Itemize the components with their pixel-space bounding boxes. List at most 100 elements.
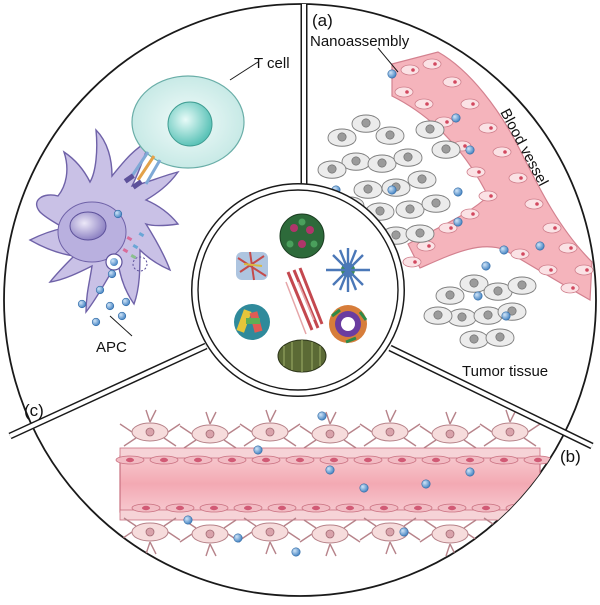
tumor-nucleus	[377, 158, 387, 168]
endothelial-nucleus	[463, 144, 467, 148]
endothelial-nucleus	[262, 457, 270, 463]
endothelial-cells-a	[394, 58, 594, 294]
endothelial-cell	[508, 172, 528, 184]
endothelial-nucleus	[142, 505, 150, 511]
endothelial-nucleus	[194, 457, 202, 463]
stromal-cell	[119, 517, 181, 555]
nanoparticle	[499, 245, 509, 255]
nanoparticle	[421, 479, 431, 489]
tumor-nucleus	[517, 280, 527, 290]
spiky-nanoassembly	[326, 248, 370, 292]
stromal-cell	[299, 411, 361, 449]
tumor-nucleus	[457, 312, 467, 322]
endothelial-cell	[510, 248, 530, 260]
t-cell-label: T cell	[254, 55, 290, 72]
endothelial-nucleus	[489, 126, 493, 130]
nanoparticle	[107, 269, 117, 279]
tumor-nucleus	[507, 306, 517, 316]
nanoparticle	[501, 311, 511, 321]
apc-nucleus	[69, 211, 107, 241]
nanoparticle	[465, 467, 475, 477]
endothelial-nucleus	[569, 246, 573, 250]
apc-endosome-particle	[110, 258, 118, 266]
endothelial-nucleus	[549, 268, 553, 272]
tumor-nucleus	[425, 124, 435, 134]
nanoparticle	[253, 445, 263, 455]
endothelial-nucleus	[585, 268, 589, 272]
stromal-cell	[179, 411, 241, 449]
endothelial-nucleus	[330, 457, 338, 463]
endothelial-nucleus	[176, 505, 184, 511]
antigen-fragment	[138, 232, 145, 238]
tumor-nucleus	[405, 204, 415, 214]
endothelial-nucleus	[550, 505, 558, 511]
endothelial-nucleus	[364, 457, 372, 463]
endothelial-nucleus	[571, 286, 575, 290]
stromal-cell	[419, 519, 481, 557]
panel-a-label: (a)	[312, 11, 333, 30]
nanoparticle	[233, 533, 243, 543]
t-cell-nucleus	[167, 101, 213, 147]
stromal-cell	[359, 517, 421, 555]
endothelial-cell	[422, 58, 442, 70]
nanoassembly-structures	[234, 213, 370, 373]
tumor-nucleus	[403, 152, 413, 162]
nanoparticle	[325, 465, 335, 475]
tumor-nucleus	[361, 118, 371, 128]
endothelial-cell	[542, 222, 562, 234]
upper-stromal-cells	[119, 409, 541, 449]
nanoparticle	[117, 311, 127, 321]
immune-synapse	[123, 151, 162, 190]
endothelial-cell	[560, 282, 580, 294]
divider-right-inner	[389, 346, 593, 448]
endothelial-cell	[492, 146, 512, 158]
block-nanoassembly	[234, 304, 270, 340]
tumor-nucleus	[469, 334, 479, 344]
tumor-nucleus	[363, 184, 373, 194]
nanoparticle	[453, 187, 463, 197]
endothelial-nucleus	[471, 102, 475, 106]
endothelial-cell	[394, 86, 414, 98]
endothelial-nucleus	[466, 457, 474, 463]
stromal-cell	[119, 409, 181, 447]
endothelial-nucleus	[425, 102, 429, 106]
nanoparticle	[121, 297, 131, 307]
nanoparticle	[465, 145, 475, 155]
nanoparticle	[95, 285, 105, 295]
tumor-nucleus	[433, 310, 443, 320]
nanoparticles-panel-c	[77, 209, 131, 327]
endothelial-nucleus	[535, 202, 539, 206]
endothelial-cell	[466, 166, 486, 178]
endothelial-nucleus	[414, 505, 422, 511]
apc-vesicle	[132, 256, 148, 272]
stromal-cell	[479, 409, 541, 447]
endothelial-nucleus	[445, 120, 449, 124]
tumor-nucleus	[375, 206, 385, 216]
nanoassembly-label: Nanoassembly	[310, 33, 410, 50]
nanoparticle	[535, 241, 545, 251]
antigen-fragment	[130, 253, 137, 260]
vessel-lumen	[119, 455, 541, 513]
nanoparticles-panel-b	[183, 411, 475, 557]
endothelial-nucleus	[453, 80, 457, 84]
nanoparticle	[387, 69, 397, 79]
nanoparticle	[453, 217, 463, 227]
nanoparticle	[473, 291, 483, 301]
antigen-fragments	[122, 232, 145, 260]
endothelial-nucleus	[477, 170, 481, 174]
endothelial-cell	[414, 98, 434, 110]
endothelial-cell	[460, 208, 480, 220]
antigen-fragment	[122, 247, 129, 254]
endothelial-nucleus	[519, 176, 523, 180]
antigen-fragment	[126, 235, 133, 242]
endothelial-nucleus	[432, 457, 440, 463]
endothelial-nucleus	[482, 505, 490, 511]
tumor-nucleus	[337, 132, 347, 142]
endothelial-cell	[524, 198, 544, 210]
helical-fiber-nanoassembly	[285, 267, 324, 335]
tumor-nucleus	[391, 230, 401, 240]
ring-nanoassembly	[329, 305, 368, 344]
endothelial-nucleus	[448, 505, 456, 511]
endothelial-nucleus	[413, 260, 417, 264]
barrel-nanoassembly	[277, 339, 327, 373]
